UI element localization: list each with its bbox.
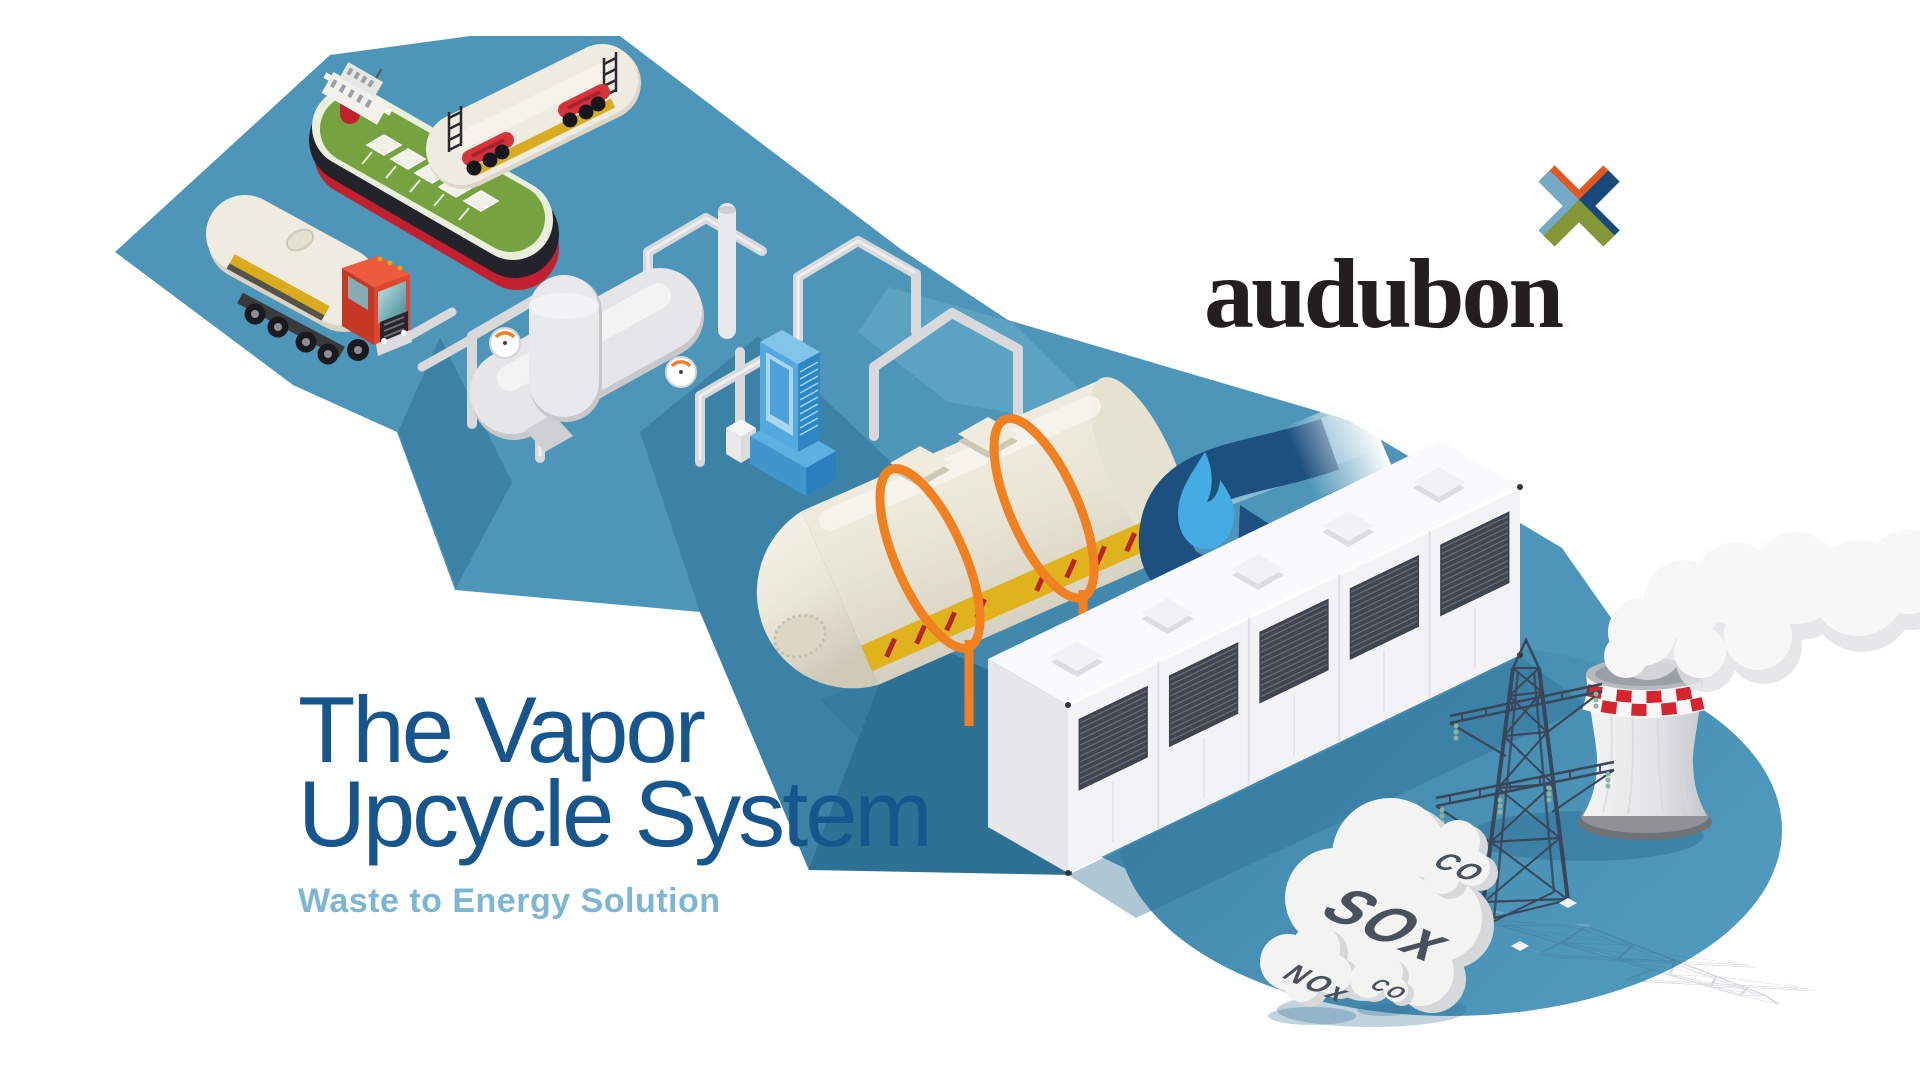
cloud-shadow [1357, 1004, 1411, 1016]
page-title-line-1: The Vapor [298, 677, 706, 782]
vapor-processing-unit [401, 203, 1023, 560]
power-container-units [988, 441, 1523, 876]
rail-tank-car [426, 44, 641, 189]
truck-cab [342, 256, 412, 361]
cooling-tower [1578, 530, 1920, 840]
emission-clouds: SOx CO NOx CO [1260, 798, 1498, 1013]
door-seams [1112, 607, 1476, 842]
manhole [285, 228, 315, 252]
ground-facet-light [858, 287, 1122, 432]
cargo-ship [309, 62, 559, 290]
bogie [462, 132, 514, 176]
bay-seams [1157, 530, 1431, 830]
gauge-pivot [503, 341, 507, 345]
cabinet-screen [770, 359, 789, 425]
title-block: The Vapor Upcycle System Waste to Energy… [298, 677, 933, 921]
tank-shadow [820, 560, 1190, 740]
cloud-shadow [1268, 1007, 1356, 1025]
tank-strap [875, 464, 985, 653]
cloud-nox: NOx [1260, 924, 1360, 1008]
roof-edge [1067, 485, 1521, 707]
checker-band-base [1582, 682, 1708, 718]
page-subtitle: Waste to Energy Solution [298, 882, 721, 920]
tank-body [801, 379, 1179, 685]
arrow-tail-fade [1284, 394, 1392, 500]
steam-plume [1604, 530, 1920, 692]
vessel-saddle [525, 414, 573, 452]
trailer-tank [206, 195, 379, 325]
bumper [376, 330, 412, 356]
control-cabinet [750, 330, 836, 496]
deck-lines [361, 151, 470, 221]
ladder-icon [447, 52, 618, 152]
railcar-highlight [453, 63, 611, 150]
trailer-stripe [229, 254, 330, 316]
louver-panels [1078, 511, 1510, 791]
logo-x-mark-icon [1538, 165, 1620, 247]
flame-icon [1178, 452, 1234, 549]
logo-chevron-bottom [1543, 199, 1615, 247]
superstructure [321, 62, 393, 125]
tanker-truck [206, 195, 412, 365]
tank-strap [989, 413, 1099, 603]
checker-row [1585, 697, 1705, 716]
vent-stack-top [718, 206, 736, 214]
gauge-needle [670, 360, 692, 368]
roof-vents [1051, 467, 1465, 677]
logo-wordmark: audubon [1204, 238, 1564, 349]
windshield [378, 281, 406, 324]
trailer-wheels [244, 303, 339, 365]
side-window [348, 276, 368, 310]
tank-port [773, 613, 827, 659]
storage-tank [756, 377, 1190, 740]
cabinet-vents [799, 361, 819, 436]
page-title-line-2: Upcycle System [298, 761, 933, 866]
trailer-lower-band [226, 263, 325, 321]
gauge-pivot [679, 370, 683, 374]
gauge-needle [494, 331, 516, 339]
cloud-co-small: CO [1350, 957, 1414, 1006]
tank-sheen [819, 396, 1101, 531]
bogie [558, 84, 610, 128]
cloud-co-large: CO [1402, 820, 1498, 899]
ground-facet-dark-left [398, 337, 512, 588]
container-end-face [988, 659, 1068, 873]
drum-top [529, 293, 599, 319]
